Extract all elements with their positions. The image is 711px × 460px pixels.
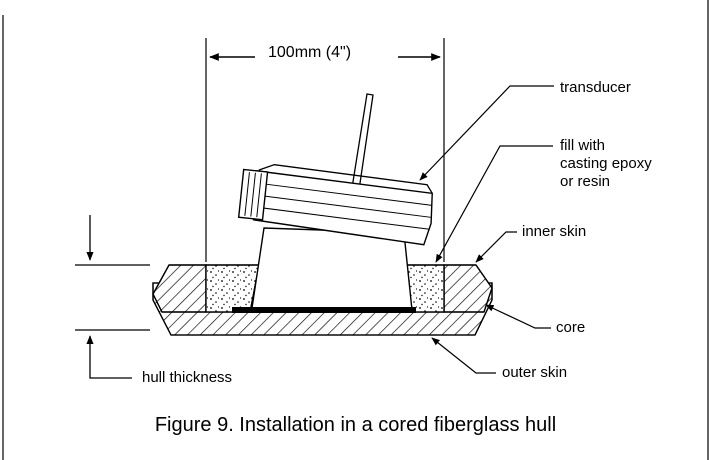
label-fill-line3: or resin — [560, 173, 611, 190]
label-inner-skin: inner skin — [522, 223, 587, 240]
dimension-marker — [205, 38, 445, 262]
label-core: core — [556, 319, 586, 336]
label-fill-line2: casting epoxy — [560, 155, 652, 172]
label-hull-thickness: hull thickness — [142, 369, 233, 386]
figure-caption: Figure 9. Installation in a cored fiberg… — [154, 414, 557, 436]
leader-lines — [419, 85, 554, 374]
dimension-label: 100mm (4") — [268, 44, 352, 61]
label-outer-skin: outer skin — [502, 364, 568, 381]
label-fill-line1: fill with — [560, 137, 606, 154]
label-transducer: transducer — [560, 79, 631, 96]
transducer-body — [232, 93, 433, 313]
hull-thickness-indicator — [75, 215, 150, 379]
